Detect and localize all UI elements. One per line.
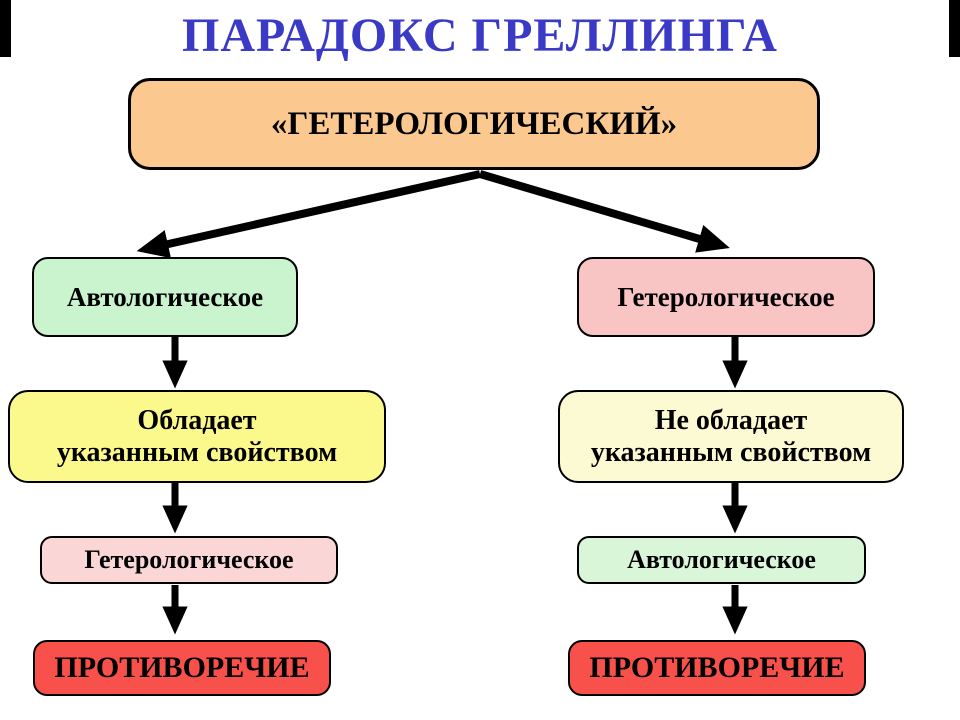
root-box-label: «ГЕТЕРОЛОГИЧЕСКИЙ» (270, 105, 678, 142)
left-box-has-property: Обладает указанным свойством (8, 390, 386, 483)
box-label: Автологическое (66, 281, 264, 312)
right-box-contradiction: ПРОТИВОРЕЧИЕ (568, 640, 866, 696)
box-label: ПРОТИВОРЕЧИЕ (54, 651, 310, 685)
right-box-heterological: Гетерологическое (577, 257, 875, 337)
left-box-autological: Автологическое (32, 257, 298, 337)
left-box-heterological: Гетерологическое (40, 536, 338, 584)
box-label: ПРОТИВОРЕЧИЕ (589, 651, 845, 685)
box-label: Автологическое (627, 545, 816, 575)
root-box-heterological-word: «ГЕТЕРОЛОГИЧЕСКИЙ» (128, 78, 820, 170)
arrow-root-to-left (136, 170, 481, 259)
edge-bar-left (0, 0, 11, 57)
page-title: ПАРАДОКС ГРЕЛЛИНГА (182, 9, 778, 62)
right-box-autological: Автологическое (577, 536, 866, 584)
box-label: Не обладает указанным свойством (590, 405, 872, 468)
right-box-lacks-property: Не обладает указанным свойством (558, 390, 904, 483)
box-label: Гетерологическое (617, 281, 835, 312)
left-box-contradiction: ПРОТИВОРЕЧИЕ (33, 640, 331, 696)
box-label: Обладает указанным свойством (56, 405, 338, 468)
box-label: Гетерологическое (84, 545, 294, 575)
arrow-root-to-right (478, 170, 730, 253)
edge-bar-right (949, 0, 960, 57)
